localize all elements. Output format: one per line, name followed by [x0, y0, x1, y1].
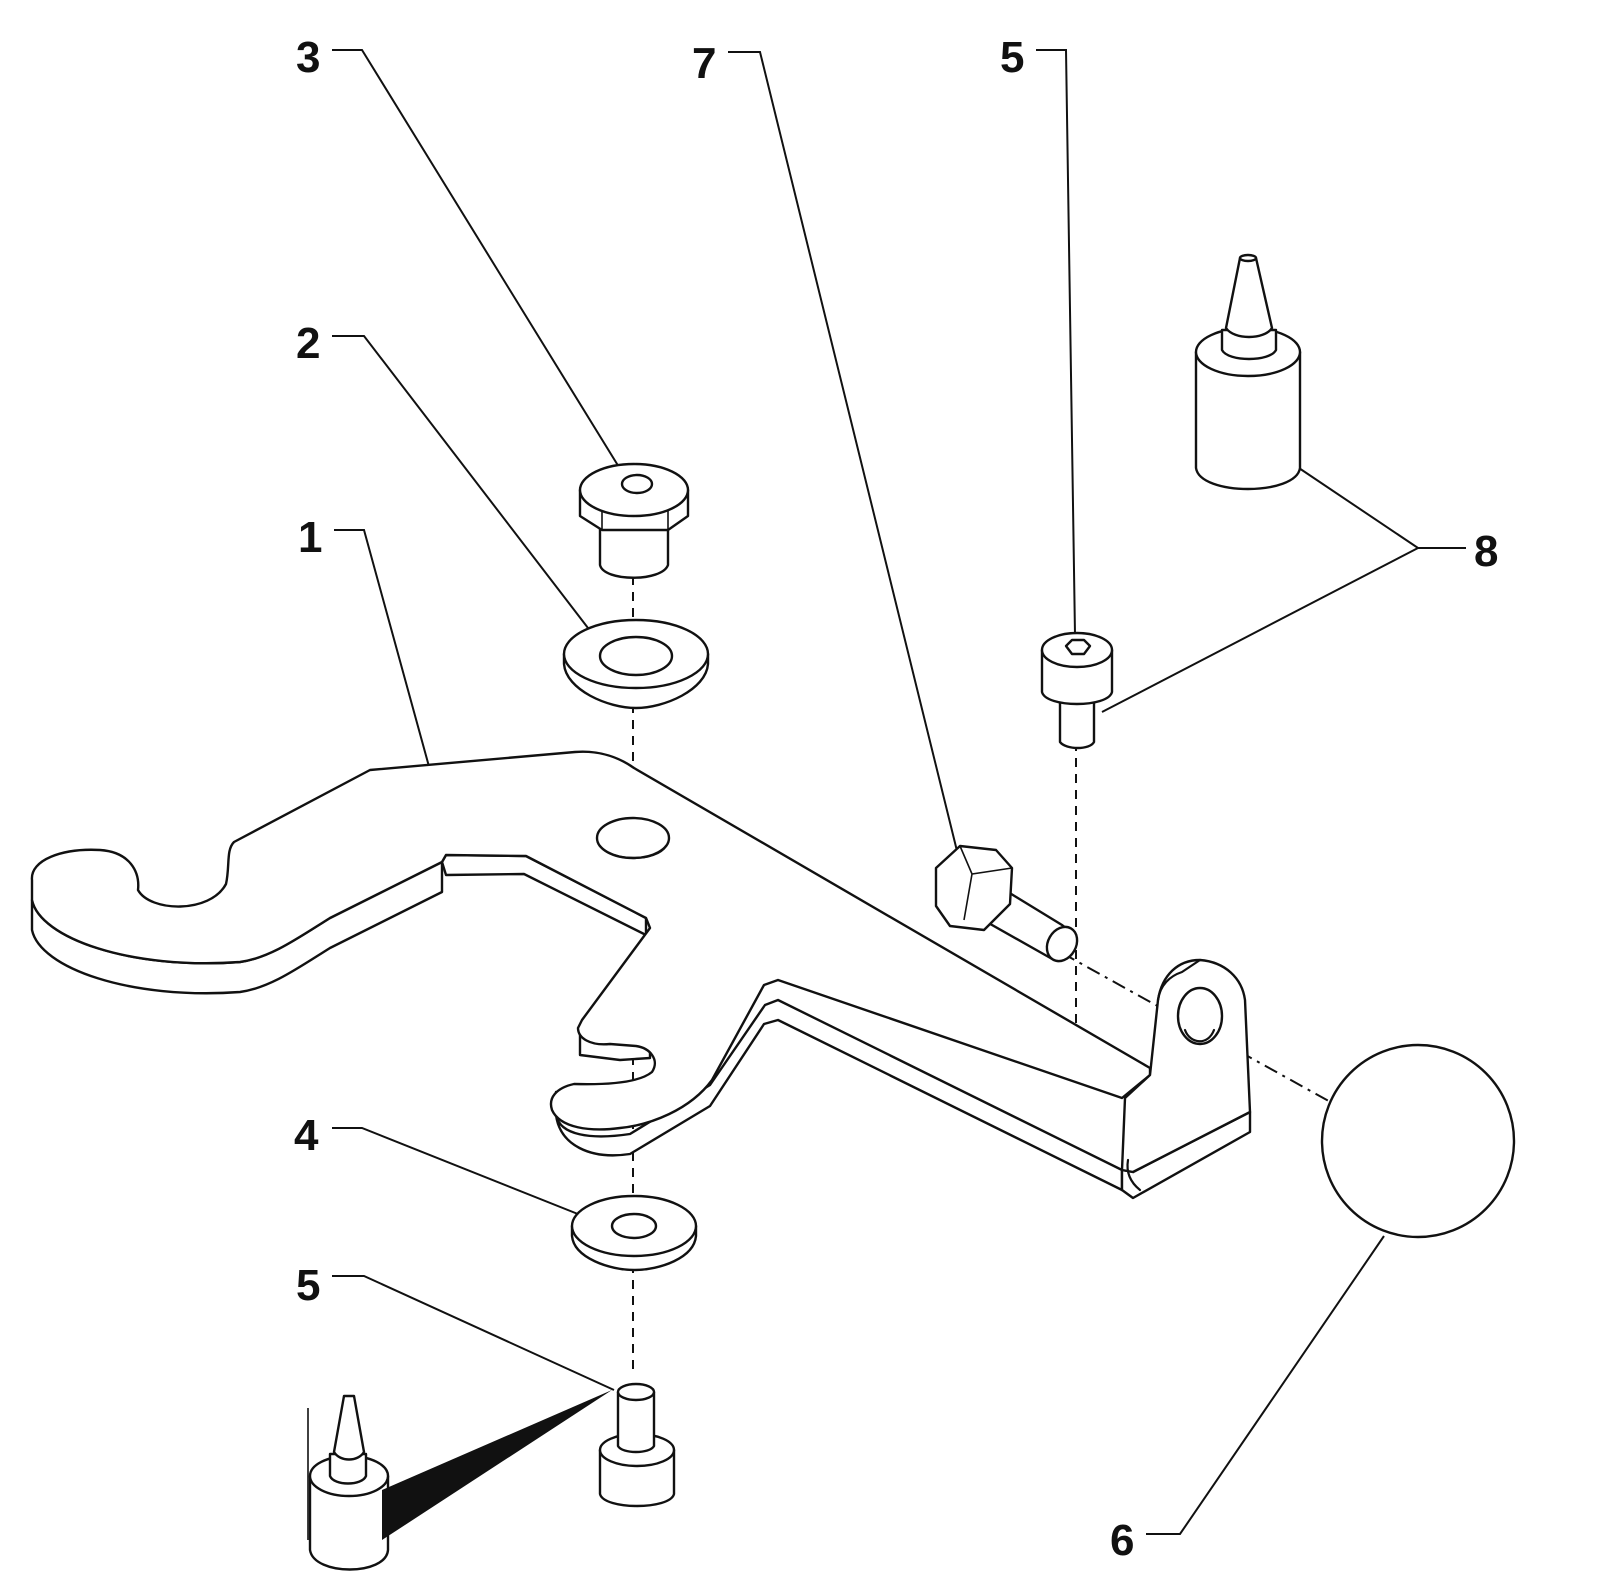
- bolt-7-hex-facets: [959, 845, 1013, 921]
- bushing-bore: [620, 473, 654, 495]
- callout-label-6: 6: [1110, 1516, 1134, 1565]
- part-7-hex-bolt: [934, 844, 1079, 963]
- leader-2: [332, 335, 589, 629]
- bolt-7-end-face: [1045, 925, 1079, 963]
- leader-7: [728, 51, 959, 856]
- washer-4-bore: [610, 1212, 658, 1240]
- callout-label-5-bottom: 5: [296, 1261, 320, 1310]
- washer-2-bore: [598, 635, 674, 677]
- part-3-flanged-bushing: [578, 462, 690, 579]
- bushing-shank: [598, 518, 670, 579]
- screw-5-top-hex-socket: [1064, 638, 1092, 656]
- screw-5-bottom-shank: [616, 1390, 656, 1454]
- leader-3: [332, 49, 631, 486]
- part-8-applicator-tube: [1194, 253, 1302, 491]
- leader-8-upper: [1289, 461, 1466, 549]
- bracket-bend-line: [1126, 1158, 1142, 1192]
- bracket-pivot-hole-edge: [1183, 1028, 1216, 1043]
- tube-5-collar: [328, 1452, 368, 1485]
- bolt-7-hex-head: [934, 844, 1014, 932]
- leader-4: [332, 1127, 599, 1223]
- leader-8-lower: [1101, 547, 1419, 713]
- callout-label-8: 8: [1474, 527, 1498, 576]
- callout-label-1: 1: [298, 513, 322, 562]
- tube-8-nozzle-tip: [1238, 253, 1258, 263]
- bracket-mounting-hole-inner: [598, 844, 668, 860]
- tube-8-body: [1194, 350, 1302, 491]
- part-6-ball: [1320, 1043, 1516, 1239]
- tube-5-wedge-pointer: [382, 1390, 612, 1540]
- part-1-bracket: [30, 750, 1252, 1200]
- bracket-upright-lug-edge: [1156, 958, 1202, 1002]
- part-2-large-washer: [562, 618, 710, 710]
- part-5-socket-screw-top: [1040, 631, 1114, 750]
- callout-label-5-top: 5: [1000, 33, 1024, 82]
- bracket-pivot-hole: [1176, 986, 1224, 1046]
- callout-label-3: 3: [296, 33, 320, 82]
- leader-1: [334, 529, 437, 793]
- callout-label-7: 7: [692, 39, 716, 88]
- tube-8-nozzle: [1224, 256, 1274, 339]
- callout-label-4: 4: [294, 1111, 319, 1160]
- leader-6: [1146, 1235, 1385, 1535]
- leader-5-bottom: [332, 1275, 615, 1391]
- part-5-socket-screw-bottom: [598, 1382, 676, 1508]
- tube-5-nozzle: [332, 1394, 366, 1461]
- tube-5-body: [308, 1474, 390, 1571]
- bracket-top-face: [30, 750, 1152, 1131]
- tube-8-collar: [1220, 328, 1278, 361]
- leader-lines: [332, 49, 1466, 1535]
- part-4-small-washer: [570, 1194, 698, 1272]
- part-5-applicator-tube: [307, 1390, 612, 1571]
- screw-5-bottom-shank-end: [616, 1382, 656, 1402]
- callout-label-2: 2: [296, 319, 320, 368]
- leader-5-top: [1036, 49, 1076, 636]
